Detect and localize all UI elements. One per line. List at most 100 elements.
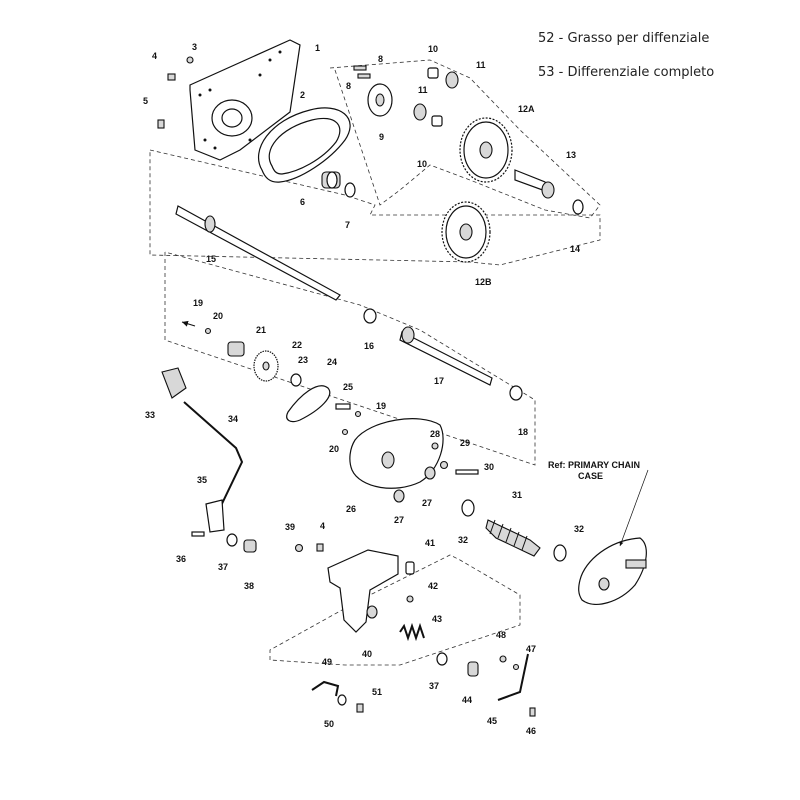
shaft-part-15	[175, 205, 341, 301]
boot-part-31	[485, 519, 541, 557]
callout-45: 45	[487, 716, 497, 726]
clamp-part-32b	[553, 544, 567, 562]
washer-part-23	[290, 373, 302, 387]
clamp-part-32a	[461, 499, 475, 517]
side-plate-part	[189, 39, 301, 161]
callout-46: 46	[526, 726, 536, 736]
callout-9: 9	[379, 132, 384, 142]
sprocket-part-21	[227, 341, 245, 357]
gasket-part	[257, 107, 351, 183]
assembly-frame-middle	[164, 251, 536, 466]
callout-19b: 19	[376, 401, 386, 411]
bushing-part-27a	[424, 466, 436, 480]
callout-7: 7	[345, 220, 350, 230]
callout-10a: 10	[428, 44, 438, 54]
nut-part-48	[499, 655, 507, 663]
washer-part-20	[204, 327, 212, 335]
callout-27b: 27	[394, 515, 404, 525]
screw-part-3	[186, 56, 194, 64]
callout-6: 6	[300, 197, 305, 207]
ring-part-7	[344, 182, 356, 198]
bolt-part-30	[455, 469, 479, 475]
reference-note-line2: CASE	[578, 471, 603, 481]
chain-case-part-26	[349, 418, 444, 489]
callout-23: 23	[298, 355, 308, 365]
nut-part-29	[439, 460, 449, 470]
spring-part-43	[399, 622, 425, 642]
shaft-part-13	[514, 169, 555, 199]
callout-19a: 19	[193, 298, 203, 308]
callout-32a: 32	[458, 535, 468, 545]
callout-44: 44	[462, 695, 472, 705]
pin-part-19	[181, 320, 196, 327]
hub-part-9	[367, 83, 393, 117]
callout-5: 5	[143, 96, 148, 106]
gear-part-12a	[459, 117, 513, 183]
screw-part-51	[356, 703, 364, 713]
callout-11a: 11	[476, 60, 486, 70]
callout-28: 28	[430, 429, 440, 439]
washer-part-20b	[341, 428, 349, 436]
pin-part-8	[353, 65, 371, 79]
lever-part-34	[183, 401, 244, 513]
chain-part-24	[286, 385, 331, 423]
callout-18: 18	[518, 427, 528, 437]
nut-part-47	[512, 663, 520, 671]
washer-part-14	[572, 199, 584, 215]
screw-part-28	[431, 442, 439, 450]
pin-part-46	[529, 707, 536, 717]
callout-42: 42	[428, 581, 438, 591]
legend-item-52: 52 - Grasso per diffenziale	[538, 31, 710, 46]
primary-chain-case-ref	[578, 537, 647, 605]
callout-34: 34	[228, 414, 238, 424]
bushing-part-38	[243, 539, 257, 553]
bearing-part-10	[427, 67, 443, 127]
bracket-part-49	[311, 680, 340, 697]
reference-note-line1: Ref: PRIMARY CHAIN	[548, 460, 640, 470]
callout-8b: 8	[346, 81, 351, 91]
callout-41: 41	[425, 538, 435, 548]
screw-part-42	[406, 595, 414, 603]
callout-4b: 4	[320, 521, 325, 531]
callout-17: 17	[434, 376, 444, 386]
callout-22: 22	[292, 340, 302, 350]
callout-12b: 12B	[475, 277, 492, 287]
callout-labels: 1 2 3 4 5 6 7 8 8 9 10 10 11 11 12A 12B …	[143, 42, 584, 736]
callout-24: 24	[327, 357, 337, 367]
callout-14: 14	[570, 244, 580, 254]
screw-part-4b	[316, 543, 324, 552]
callout-11b: 11	[418, 85, 428, 95]
callout-38: 38	[244, 581, 254, 591]
shaft-part-17	[399, 326, 493, 386]
callout-21: 21	[256, 325, 266, 335]
callout-26: 26	[346, 504, 356, 514]
callout-50: 50	[324, 719, 334, 729]
callout-12a: 12A	[518, 104, 535, 114]
callout-15: 15	[206, 254, 216, 264]
knob-part-33	[161, 367, 187, 399]
callout-27a: 27	[422, 498, 432, 508]
washer-part-18	[509, 385, 523, 401]
callout-31: 31	[512, 490, 522, 500]
washer-part-16	[363, 308, 377, 324]
callout-30: 30	[484, 462, 494, 472]
gear-part-11	[413, 71, 459, 121]
callout-48: 48	[496, 630, 506, 640]
callout-20a: 20	[213, 311, 223, 321]
callout-8a: 8	[378, 54, 383, 64]
callout-3: 3	[192, 42, 197, 52]
callout-40: 40	[362, 649, 372, 659]
bracket-part-35	[205, 499, 225, 533]
nut-part-39	[294, 543, 304, 553]
callout-2: 2	[300, 90, 305, 100]
washer-part-37a	[226, 533, 238, 547]
pin-part-36	[191, 531, 205, 537]
screw-part-4	[167, 73, 176, 81]
callout-35: 35	[197, 475, 207, 485]
callout-32b: 32	[574, 524, 584, 534]
callout-51: 51	[372, 687, 382, 697]
assembly-frame-top	[329, 59, 601, 219]
washer-part-50	[337, 694, 347, 706]
bushing-part-44	[467, 661, 479, 677]
